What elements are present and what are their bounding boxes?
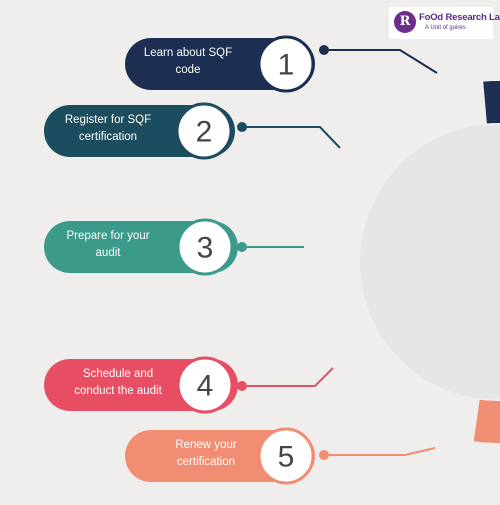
ring-segment-learn (481, 79, 500, 126)
connector-dot (237, 242, 247, 252)
step-connector-line (242, 367, 334, 387)
step-number-circle (176, 356, 234, 414)
connector-dot (237, 381, 247, 391)
connector-dot (319, 45, 329, 55)
step-connector-line (324, 447, 436, 456)
step-number: 4 (197, 370, 214, 403)
brand-logo: R FoOd Research Lab A Unit of guires (389, 7, 500, 39)
step-number-circle (257, 427, 315, 485)
step-number-circle (176, 218, 234, 276)
step-number: 1 (278, 49, 295, 82)
ring: LearnRegisterPrepareScheduleRepeat (471, 79, 500, 445)
step-number: 5 (278, 441, 295, 474)
step-connector-line (242, 126, 341, 149)
logo-subtitle: A Unit of guires (425, 25, 466, 31)
logo-title: FoOd Research Lab (419, 12, 500, 23)
step-number: 3 (197, 232, 214, 265)
inner-circle (360, 124, 500, 400)
connector-dot (237, 122, 247, 132)
logo-icon: R (394, 11, 416, 33)
step-number: 2 (196, 116, 213, 149)
ring-segment-repeat (471, 397, 500, 445)
step-connector-line (324, 49, 438, 74)
step-number-circle (257, 35, 315, 93)
connector-dot (319, 450, 329, 460)
step-number-circle (175, 102, 233, 160)
